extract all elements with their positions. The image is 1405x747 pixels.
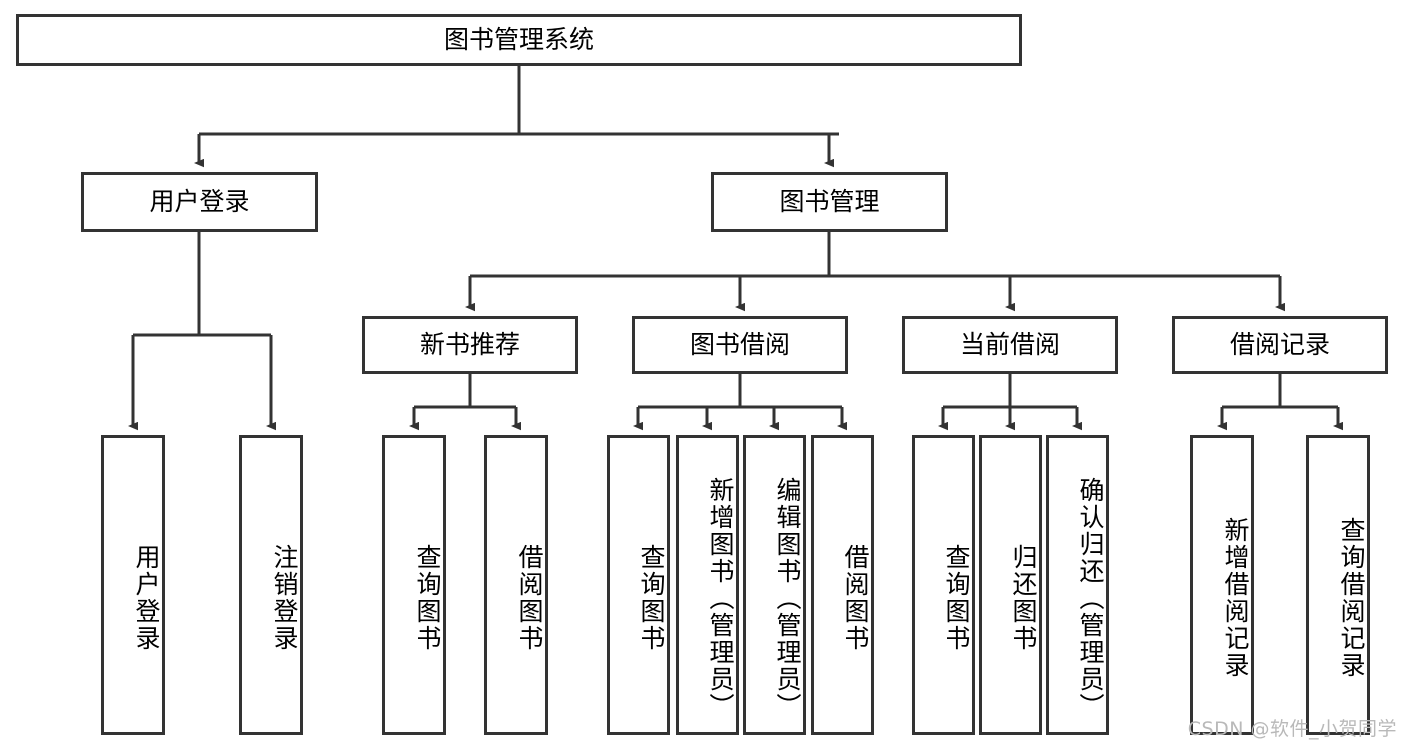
leaf-user-login[interactable]: 用户登录 (101, 435, 165, 735)
node-book-management[interactable]: 图书管理 (711, 172, 948, 232)
node-book-borrow-label: 图书借阅 (689, 330, 790, 360)
node-user-login[interactable]: 用户登录 (81, 172, 318, 232)
leaf-borrow-add-book-admin[interactable]: 新增图书（管理员） (676, 435, 739, 735)
node-book-borrow[interactable]: 图书借阅 (632, 316, 848, 374)
leaf-user-logout-label: 注销登录 (270, 544, 299, 652)
leaf-current-return-book-label: 归还图书 (1009, 544, 1038, 652)
node-current-borrow[interactable]: 当前借阅 (902, 316, 1118, 374)
node-new-book-recommend-label: 新书推荐 (419, 330, 520, 360)
leaf-user-login-label: 用户登录 (132, 544, 161, 652)
leaf-record-add-record-label: 新增借阅记录 (1221, 517, 1250, 679)
leaf-recommend-borrow-book[interactable]: 借阅图书 (484, 435, 548, 735)
leaf-borrow-query-book[interactable]: 查询图书 (607, 435, 670, 735)
leaf-borrow-edit-book-admin-label: 编辑图书（管理员） (773, 476, 802, 720)
csdn-watermark: CSDN @软件_小贺同学 (1187, 718, 1397, 740)
node-root-system-label: 图书管理系统 (443, 25, 594, 55)
leaf-record-query-record-label: 查询借阅记录 (1337, 517, 1366, 679)
leaf-record-query-record[interactable]: 查询借阅记录 (1306, 435, 1370, 735)
leaf-borrow-add-book-admin-label: 新增图书（管理员） (706, 476, 735, 720)
leaf-recommend-query-book[interactable]: 查询图书 (382, 435, 446, 735)
leaf-current-query-book-label: 查询图书 (942, 544, 971, 652)
leaf-recommend-borrow-book-label: 借阅图书 (515, 544, 544, 652)
leaf-record-add-record[interactable]: 新增借阅记录 (1190, 435, 1254, 735)
leaf-recommend-query-book-label: 查询图书 (413, 544, 442, 652)
leaf-borrow-edit-book-admin[interactable]: 编辑图书（管理员） (743, 435, 806, 735)
leaf-current-return-book[interactable]: 归还图书 (979, 435, 1042, 735)
leaf-borrow-borrow-book[interactable]: 借阅图书 (811, 435, 874, 735)
leaf-current-confirm-return-admin-label: 确认归还（管理员） (1076, 476, 1105, 720)
leaf-borrow-query-book-label: 查询图书 (637, 544, 666, 652)
leaf-user-logout[interactable]: 注销登录 (239, 435, 303, 735)
node-new-book-recommend[interactable]: 新书推荐 (362, 316, 578, 374)
leaf-current-confirm-return-admin[interactable]: 确认归还（管理员） (1046, 435, 1109, 735)
leaf-borrow-borrow-book-label: 借阅图书 (841, 544, 870, 652)
leaf-current-query-book[interactable]: 查询图书 (912, 435, 975, 735)
node-user-login-label: 用户登录 (149, 187, 250, 217)
node-book-management-label: 图书管理 (779, 187, 880, 217)
node-borrow-record-label: 借阅记录 (1229, 330, 1330, 360)
node-root-system[interactable]: 图书管理系统 (16, 14, 1022, 66)
node-current-borrow-label: 当前借阅 (959, 330, 1060, 360)
node-borrow-record[interactable]: 借阅记录 (1172, 316, 1388, 374)
